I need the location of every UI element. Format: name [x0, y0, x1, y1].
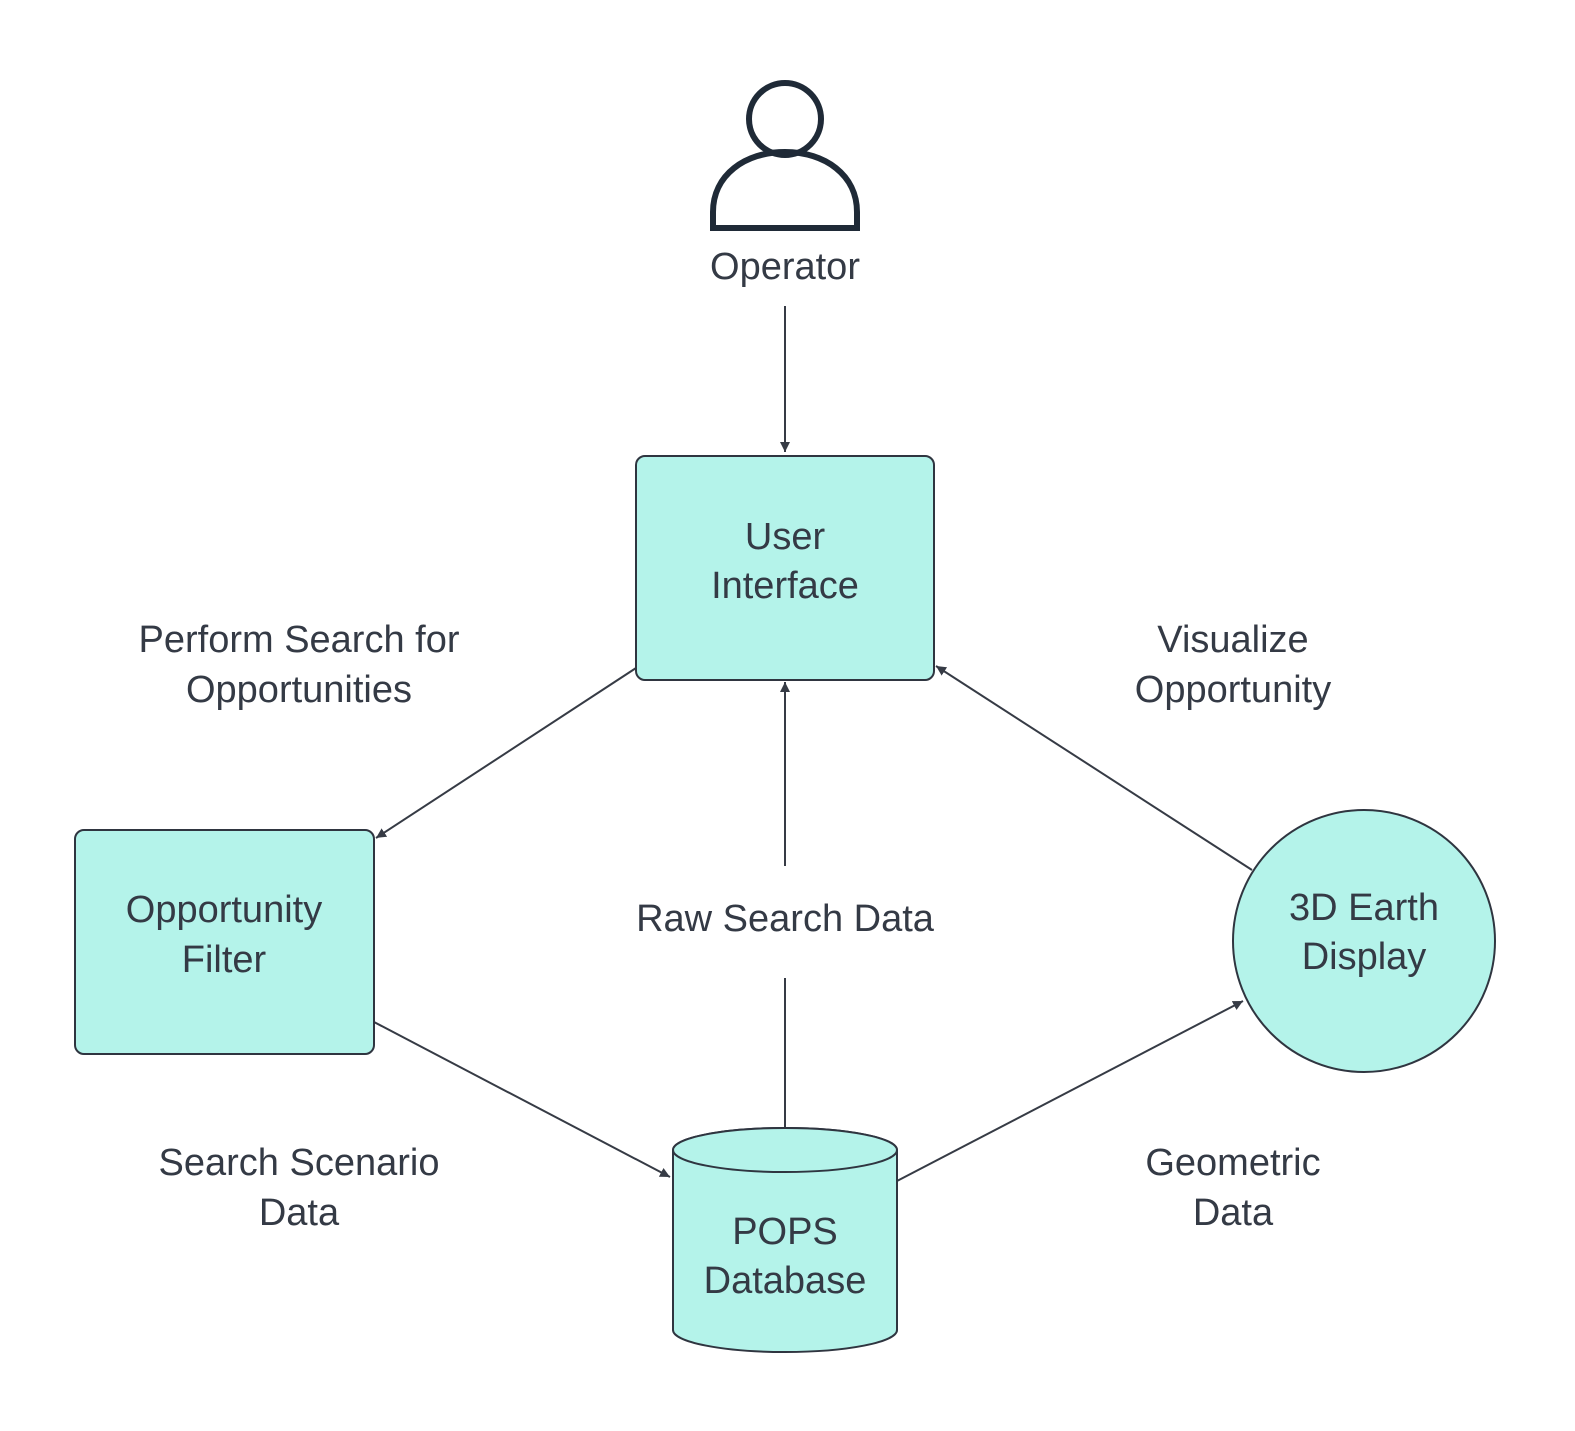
earth-display-label-line1: 3D Earth — [1289, 887, 1439, 929]
edges — [373, 306, 1253, 1182]
pops-database-node: POPS Database — [672, 1127, 898, 1353]
user-interface-node: User Interface — [635, 455, 935, 681]
visualize-opportunity-label: Visualize Opportunity — [1135, 619, 1331, 711]
edge-user-interface-to-opportunity-filter — [375, 667, 637, 839]
edge-earth-display-to-user-interface — [935, 665, 1253, 871]
raw-search-data-label: Raw Search Data — [636, 898, 935, 940]
geometric-data-label-line1: Geometric — [1145, 1142, 1320, 1184]
opportunity-filter-label-line2: Filter — [182, 939, 267, 981]
perform-search-label: Perform Search for Opportunities — [139, 619, 460, 711]
person-icon — [710, 80, 860, 231]
opportunity-filter-label-line1: Opportunity — [126, 889, 322, 931]
earth-display-node: 3D Earth Display — [1232, 809, 1496, 1073]
opportunity-filter-node: Opportunity Filter — [74, 829, 375, 1055]
visualize-opportunity-label-line2: Opportunity — [1135, 669, 1331, 711]
visualize-opportunity-label-line1: Visualize — [1157, 619, 1308, 661]
operator-actor: Operator — [710, 80, 860, 288]
user-interface-label-line1: User — [745, 516, 826, 558]
user-interface-label-line2: Interface — [711, 565, 859, 607]
perform-search-label-line1: Perform Search for — [139, 619, 460, 661]
search-scenario-label-line1: Search Scenario — [159, 1142, 440, 1184]
geometric-data-label: Geometric Data — [1145, 1142, 1320, 1234]
edge-opportunity-filter-to-database — [373, 1021, 671, 1178]
pops-database-label-line1: POPS — [732, 1211, 838, 1253]
earth-display-label-line2: Display — [1302, 936, 1427, 978]
search-scenario-label-line2: Data — [259, 1192, 340, 1234]
operator-label: Operator — [710, 246, 860, 288]
raw-search-data-label-line1: Raw Search Data — [636, 898, 935, 940]
pops-database-label-line2: Database — [704, 1260, 867, 1302]
edge-database-to-earth-display — [896, 1000, 1244, 1182]
search-scenario-data-label: Search Scenario Data — [159, 1142, 440, 1234]
perform-search-label-line2: Opportunities — [186, 669, 412, 711]
geometric-data-label-line2: Data — [1193, 1192, 1274, 1234]
